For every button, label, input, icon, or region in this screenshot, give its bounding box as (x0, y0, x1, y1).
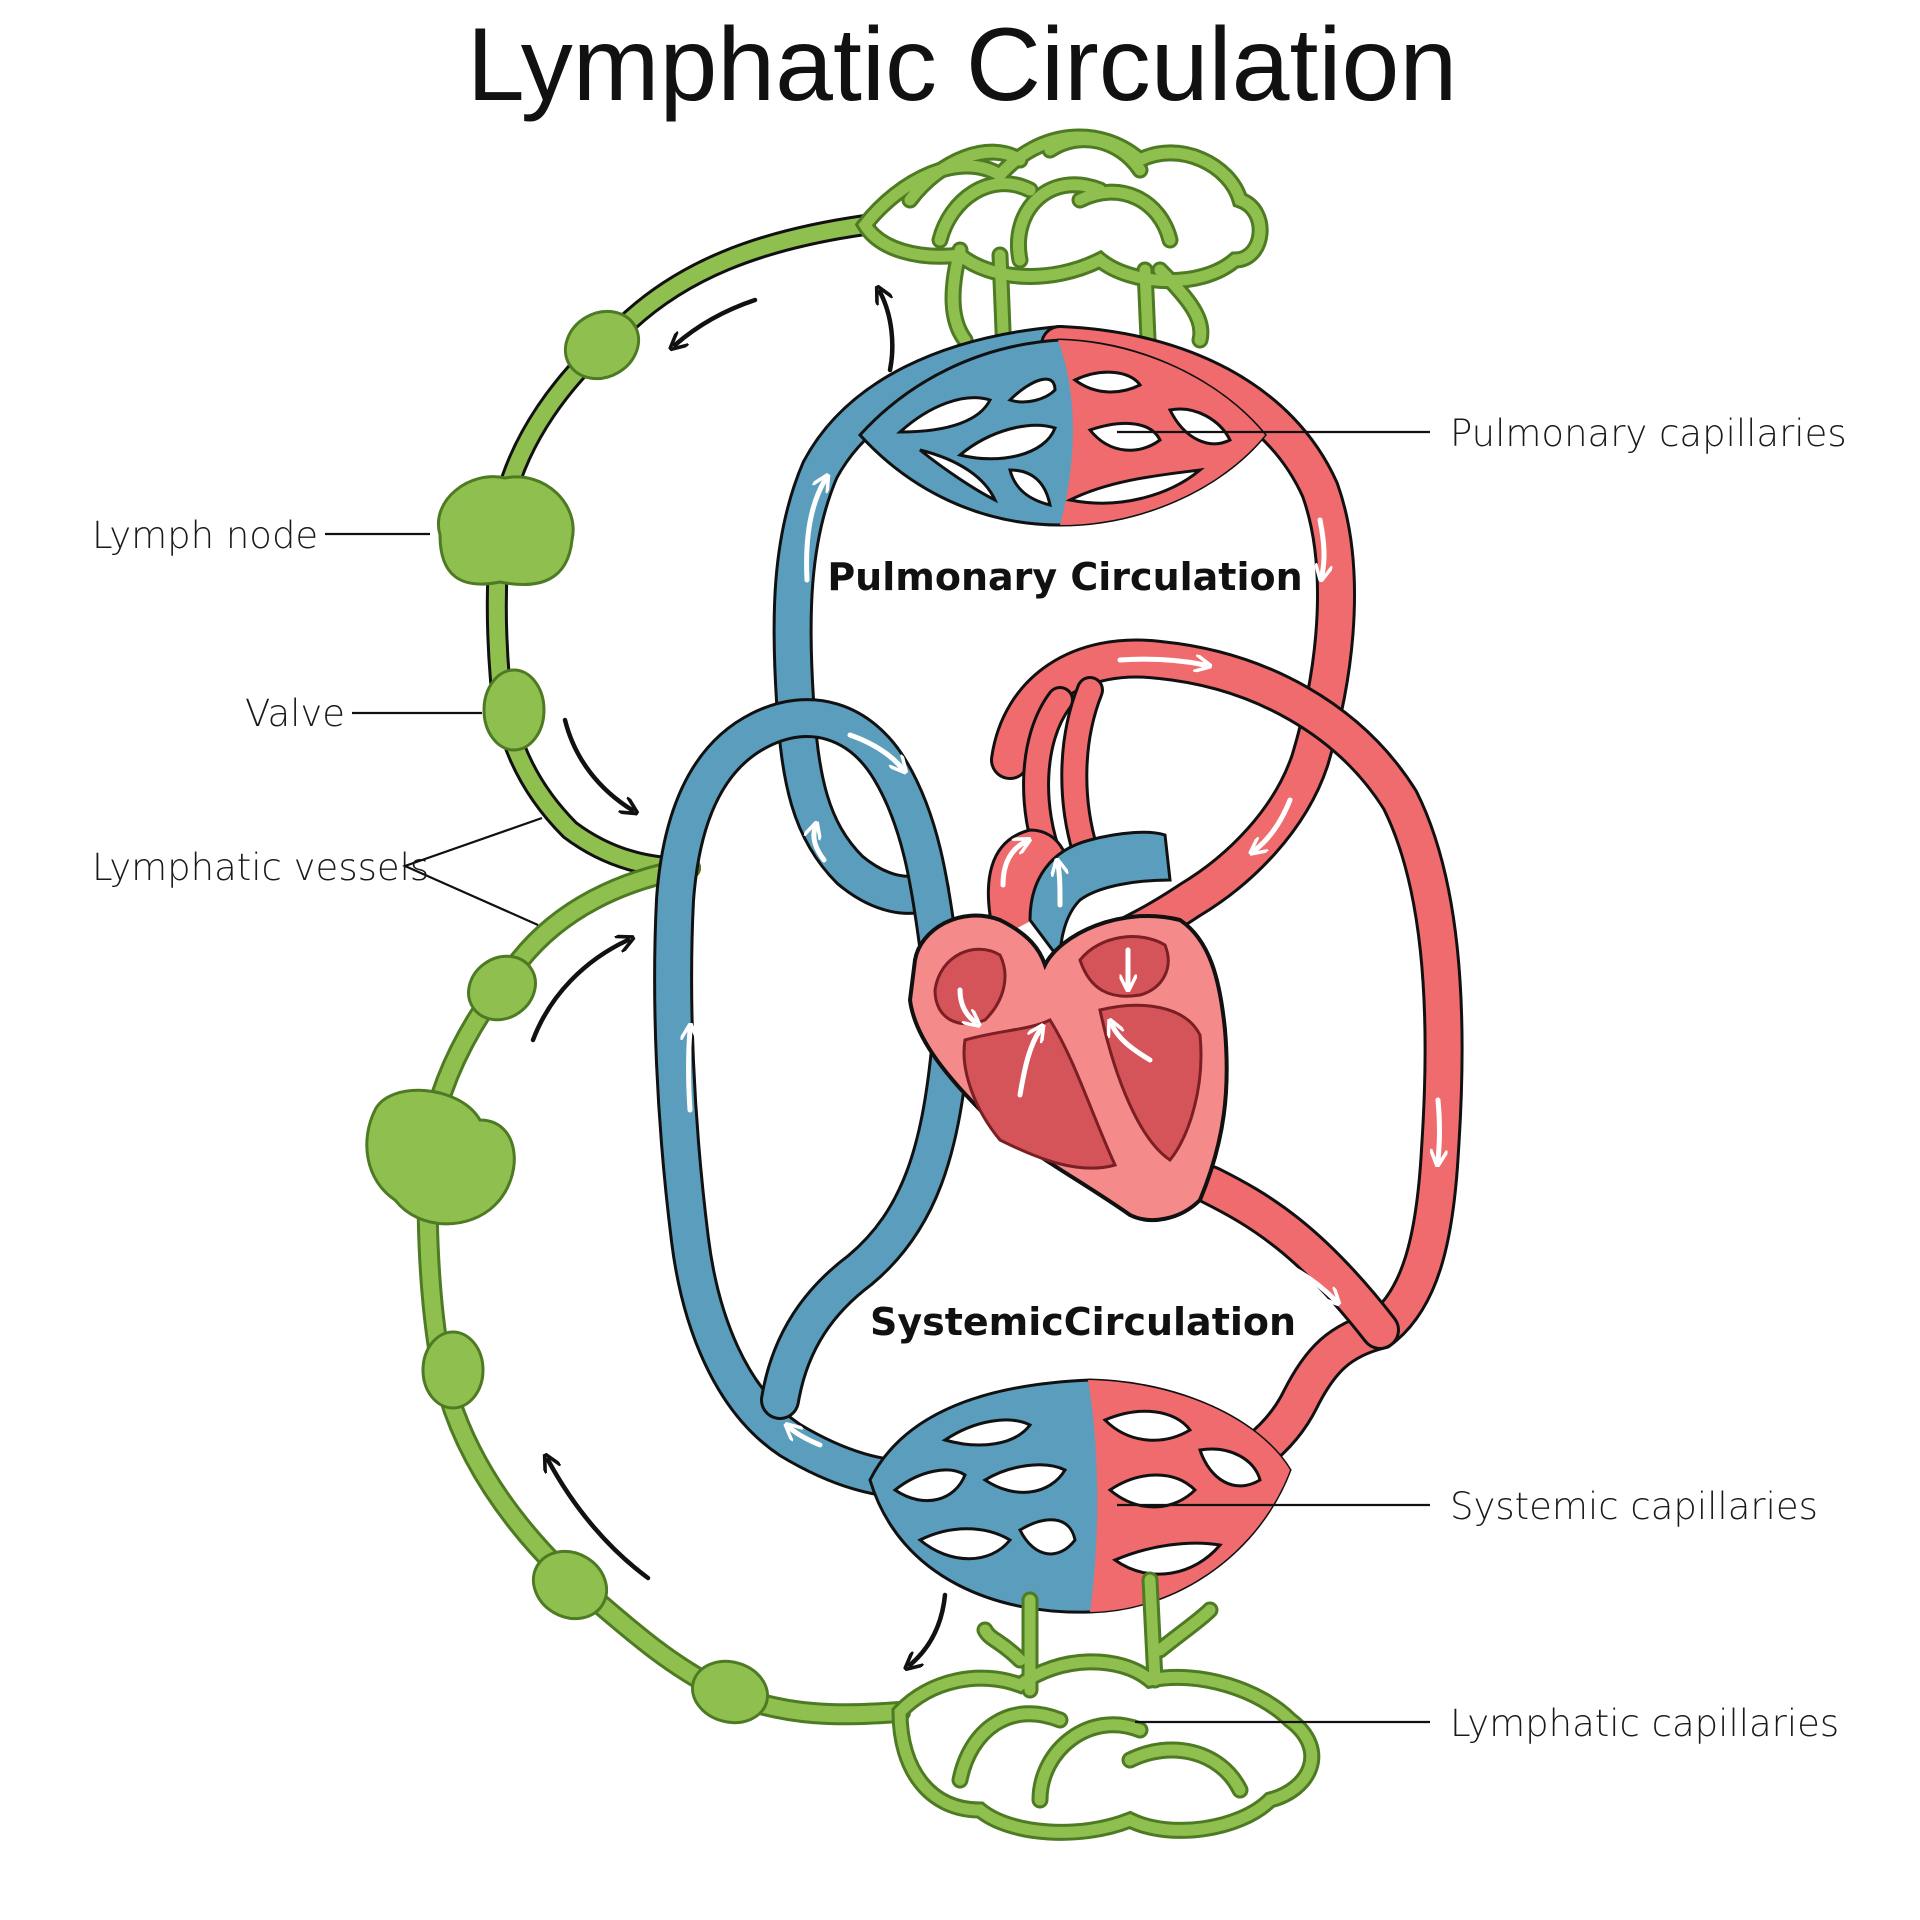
lymph-flow-arrows (530, 292, 948, 1665)
pulmonary-capillaries-label: Pulmonary capillaries (1450, 412, 1847, 455)
heart (907, 828, 1229, 1222)
systemic-capillary-bed (868, 1378, 1292, 1614)
pulmonary-circulation-label: Pulmonary Circulation (827, 555, 1302, 599)
blood-flow-arrows (689, 480, 1440, 1470)
lymphatic-vessels-leader (402, 816, 543, 927)
diagram-title: Lymphatic Circulation (467, 7, 1457, 123)
lymph-node (437, 475, 575, 587)
pulmonary-artery-loop (1040, 325, 1356, 960)
lymph-valve (531, 1549, 609, 1621)
lymph-valve (421, 1330, 485, 1410)
lymph-valve (563, 309, 641, 381)
lymph-valve (482, 668, 546, 752)
pulmonary-capillary-bed (857, 338, 1267, 527)
lymph-node-label: Lymph node (92, 514, 318, 557)
systemic-capillaries-label: Systemic capillaries (1450, 1485, 1818, 1528)
lymphatic-capillaries-bottom (891, 1571, 1321, 1841)
lymph-valve (690, 1659, 770, 1725)
lymphatic-vessels-label: Lymphatic vessels (92, 846, 429, 889)
lymphatic-capillaries-top (854, 128, 1269, 394)
pulmonary-vein-loop (772, 325, 1080, 915)
valve-label: Valve (245, 692, 345, 735)
lymph-node (365, 1088, 516, 1226)
systemic-circulation-label: SystemicCirculation (870, 1300, 1296, 1344)
lymphatic-capillaries-label: Lymphatic capillaries (1450, 1702, 1839, 1745)
lymph-valve (467, 954, 537, 1022)
